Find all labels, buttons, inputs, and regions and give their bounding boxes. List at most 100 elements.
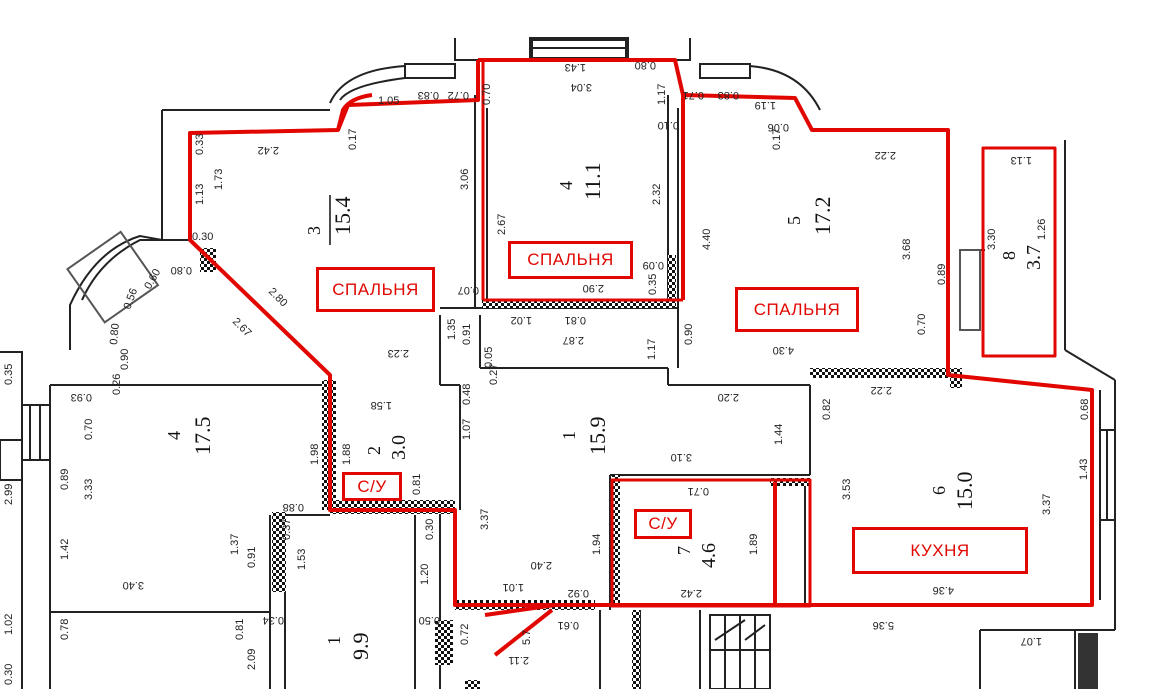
dim: 1.13 xyxy=(194,184,206,205)
room-5-number: 5 xyxy=(784,216,804,225)
bedroom-right-label: СПАЛЬНЯ xyxy=(735,287,859,332)
dim: 1.26 xyxy=(1036,219,1048,240)
dim: 0.35 xyxy=(3,364,15,385)
dim: 0.90 xyxy=(683,324,695,345)
room-7-area: 4.6 xyxy=(698,543,720,568)
dim: 0.72 xyxy=(459,624,471,645)
room-8-area: 3.7 xyxy=(1023,245,1045,270)
kitchen-label: КУХНЯ xyxy=(852,527,1028,574)
dim: 0.92 xyxy=(568,587,589,599)
dim: 0.91 xyxy=(246,547,258,568)
dim: 1.43 xyxy=(1078,459,1090,480)
dim: 1.07 xyxy=(1021,635,1042,647)
dim: 3.37 xyxy=(479,509,491,530)
dim: 0.81 xyxy=(565,314,586,326)
room-6-area: 15.0 xyxy=(952,472,977,511)
dim: 0.70 xyxy=(83,419,95,440)
dim: 2.87 xyxy=(563,334,584,346)
dim: 0.88 xyxy=(283,501,304,513)
dim: 0.27 xyxy=(488,364,500,385)
dim: 1.13 xyxy=(1011,154,1032,166)
dim: 0.83 xyxy=(418,89,439,101)
dim: 0.80 xyxy=(635,59,656,71)
dim: 0.93 xyxy=(71,391,92,403)
dim: 0.07 xyxy=(458,284,479,296)
dim: 2.42 xyxy=(681,587,702,599)
dim: 2.90 xyxy=(583,282,604,294)
dim: 1.02 xyxy=(3,614,15,635)
dim: 1.44 xyxy=(773,424,785,445)
dim: 2.99 xyxy=(3,484,15,505)
bedroom-left-label: СПАЛЬНЯ xyxy=(316,267,435,312)
dim: 0.33 xyxy=(194,134,206,155)
dim: 0.70 xyxy=(916,314,928,335)
dim: 1.94 xyxy=(591,534,603,555)
room-numbers: 3 15.4 4 11.1 5 17.2 8 3.7 4 17.5 2 3.0 … xyxy=(164,162,1045,660)
dim: 0.30 xyxy=(424,519,436,540)
room-4left-area: 17.5 xyxy=(190,417,215,456)
dim: 0.70 xyxy=(481,84,493,105)
dim: 2.67 xyxy=(230,316,254,340)
dim: 0.72 xyxy=(448,89,469,101)
dim: 3.10 xyxy=(671,451,692,463)
dim: 0.50 xyxy=(419,614,440,626)
bathroom-center-label: С/У xyxy=(634,509,692,539)
room-1hall-area: 15.9 xyxy=(585,417,610,456)
room-4top-number: 4 xyxy=(556,181,576,190)
dim: 1.43 xyxy=(565,61,586,73)
dim: 1.01 xyxy=(503,581,524,593)
dim: 2.80 xyxy=(266,286,290,310)
dim: 0.30 xyxy=(192,231,213,243)
dim: 3.33 xyxy=(83,479,95,500)
dim: 0.80 xyxy=(171,264,192,276)
dim: 1.88 xyxy=(341,444,353,465)
dim: 2.11 xyxy=(508,654,529,666)
dim: 4.30 xyxy=(773,344,794,356)
dim: 0.37 xyxy=(281,519,293,540)
dim: 0.05 xyxy=(483,347,495,368)
dim: 3.68 xyxy=(901,239,913,260)
dim: 5.36 xyxy=(873,619,894,631)
dim: 0.83 xyxy=(718,89,739,101)
dim: 0.78 xyxy=(59,619,71,640)
room-1lower-number: 1 xyxy=(324,636,344,645)
dim: 3.30 xyxy=(986,229,998,250)
dim: 0.89 xyxy=(59,469,71,490)
dim: 0.60 xyxy=(142,267,163,292)
dim: 1.19 xyxy=(755,99,776,111)
dim: 1.05 xyxy=(378,95,399,107)
dim: 2.09 xyxy=(246,649,258,670)
apartment-outline xyxy=(188,58,1094,657)
room-1hall-number: 1 xyxy=(559,431,579,440)
dim: 0.89 xyxy=(936,264,948,285)
room-4left-number: 4 xyxy=(164,431,184,440)
dim: 1.17 xyxy=(656,84,668,105)
dim: 0.26 xyxy=(111,374,123,395)
dim: 0.35 xyxy=(647,274,659,295)
dim: 0.48 xyxy=(461,384,473,405)
room-5-area: 17.2 xyxy=(810,197,835,236)
room-3-number: 3 xyxy=(304,226,324,235)
dim: 1.17 xyxy=(646,339,658,360)
dim: 0.17 xyxy=(771,129,783,150)
dim: 0.06 xyxy=(768,121,789,133)
dim: 0.80 xyxy=(108,323,122,345)
bathroom-left-label: С/У xyxy=(342,472,402,501)
dim: 5.7 xyxy=(521,630,533,645)
room-3-area: 15.4 xyxy=(330,197,355,236)
dim: 1.53 xyxy=(296,549,308,570)
dimension-labels: 1.05 0.83 0.72 0.70 1.43 3.04 0.80 1.17 … xyxy=(3,59,1091,685)
dim: 1.98 xyxy=(309,444,321,465)
dim: 1.02 xyxy=(511,314,532,326)
room-6-number: 6 xyxy=(929,486,949,495)
dim: 0.71 xyxy=(683,89,704,101)
dim: 1.73 xyxy=(213,169,225,190)
dim: 0.34 xyxy=(263,614,284,626)
dim: 0.68 xyxy=(1079,399,1091,420)
dim: 0.91 xyxy=(461,324,473,345)
dim: 1.89 xyxy=(748,534,760,555)
dim: 3.37 xyxy=(1041,494,1053,515)
room-8-number: 8 xyxy=(999,251,1019,260)
room-2-area: 3.0 xyxy=(388,435,410,460)
